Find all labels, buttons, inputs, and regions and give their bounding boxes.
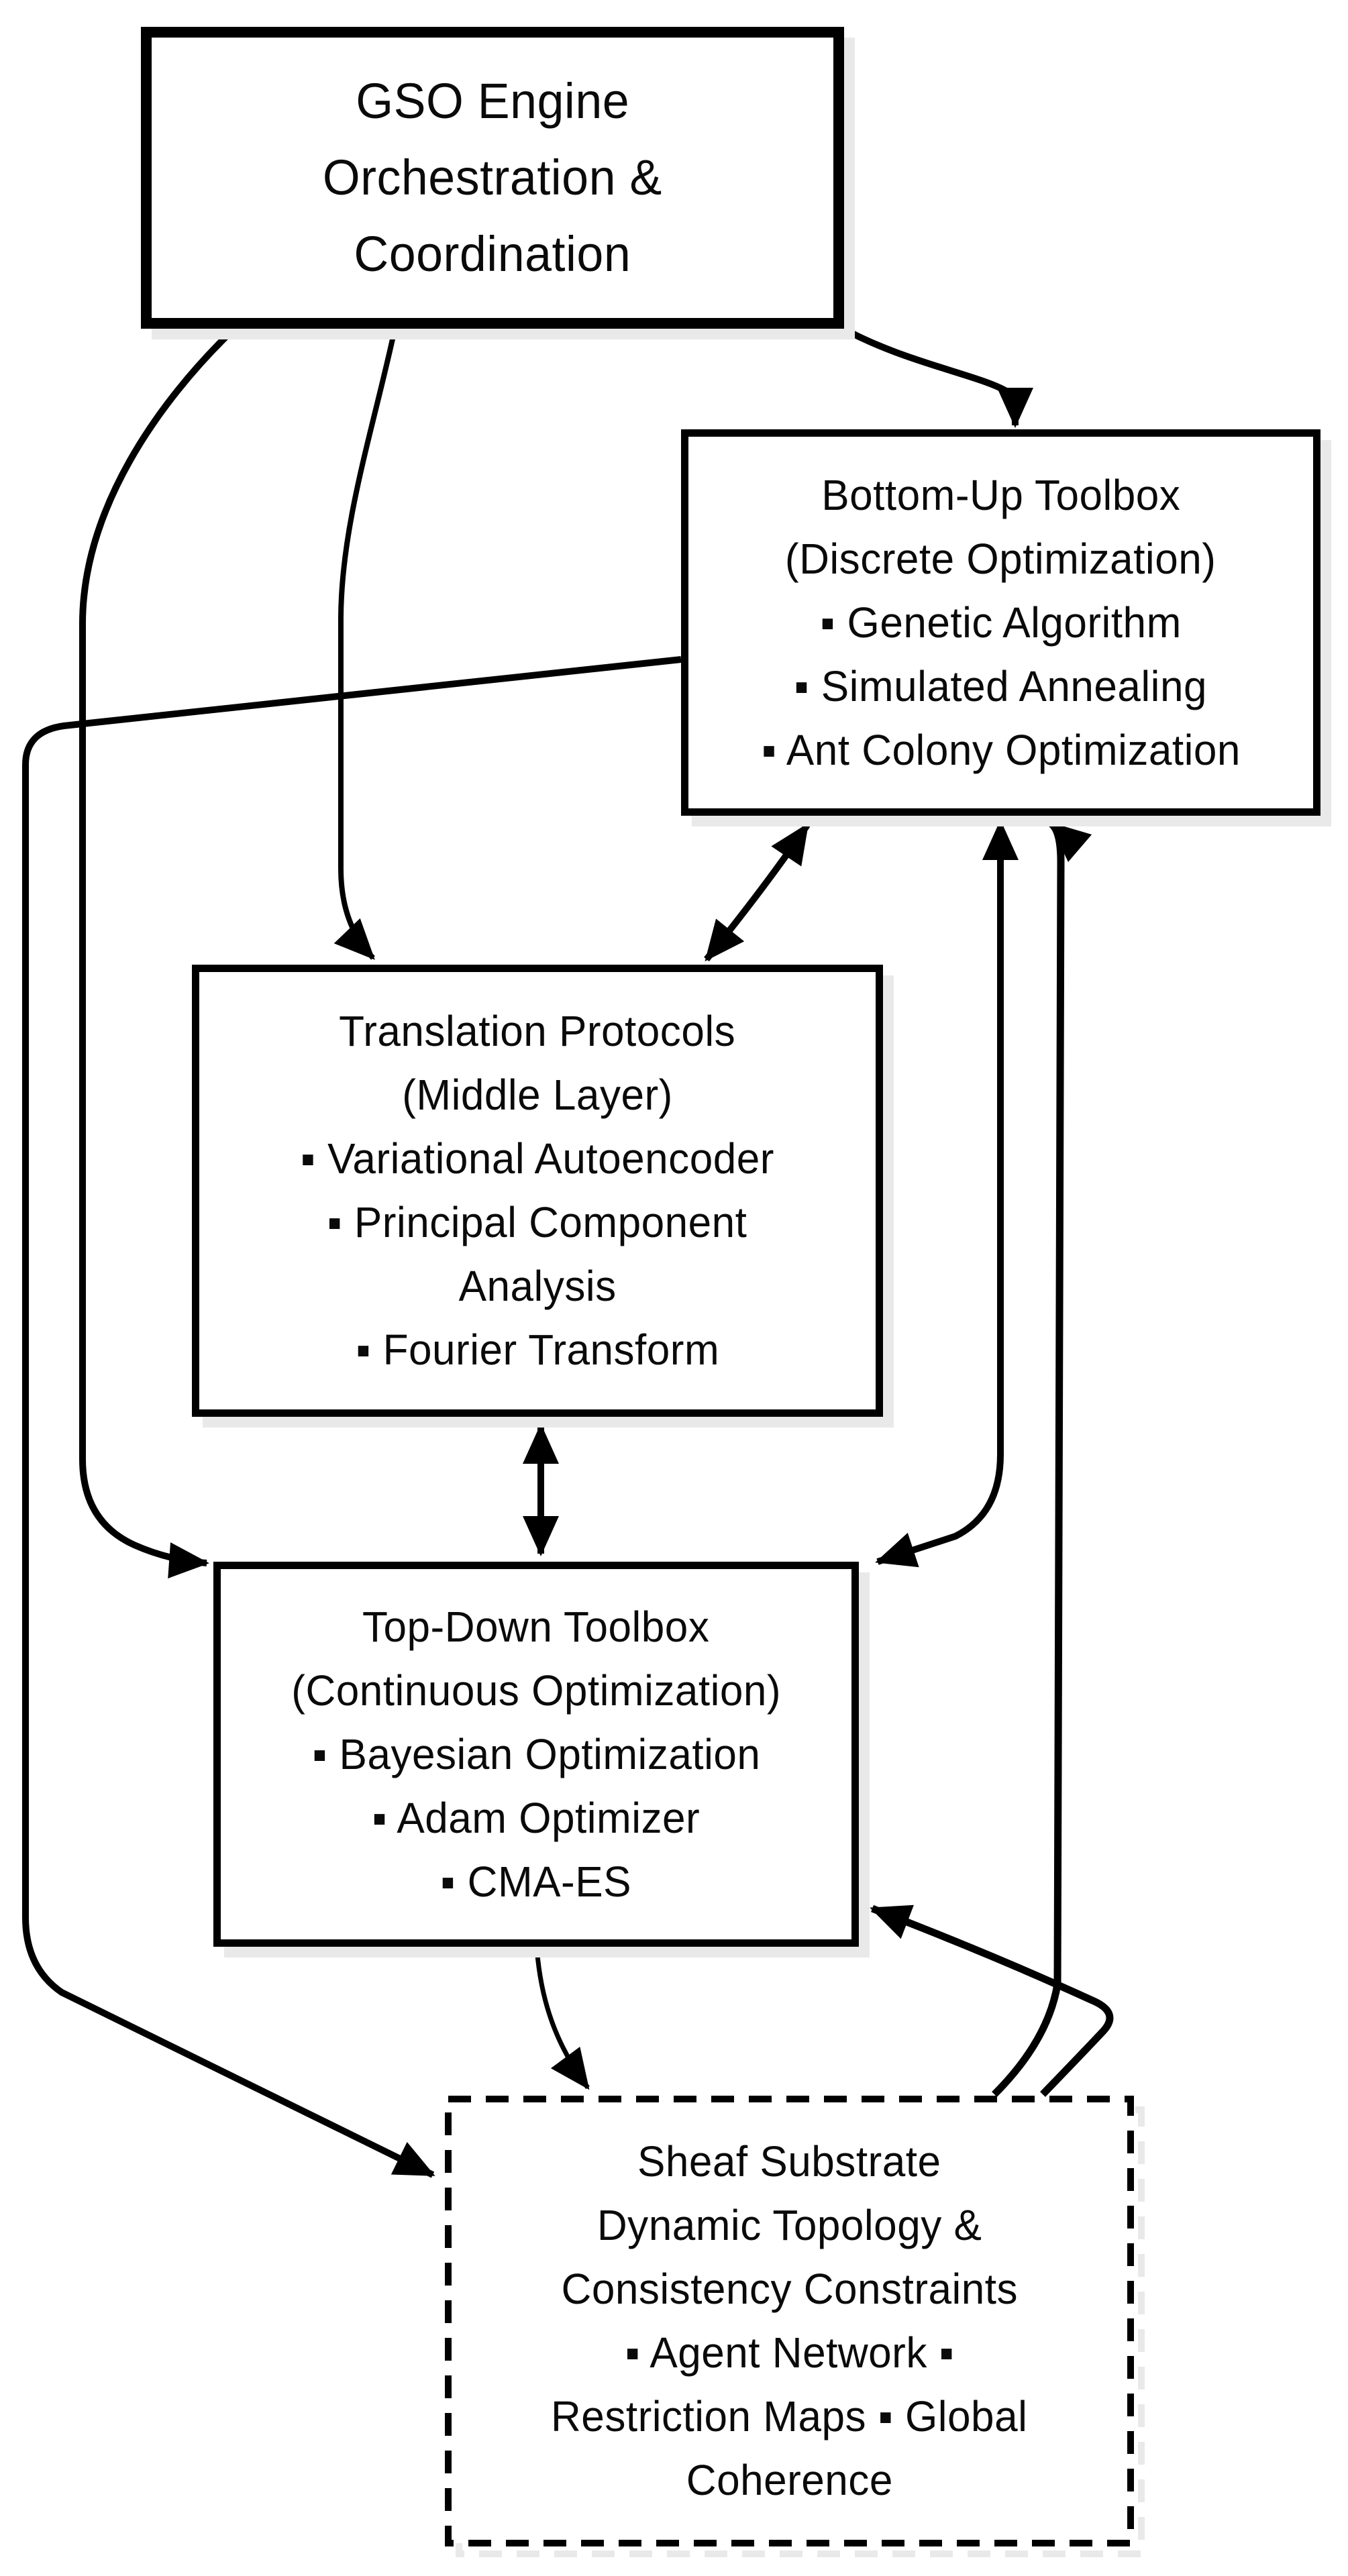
node-bullet-line: ▪ Adam Optimizer: [372, 1793, 701, 1842]
node-bullet-line: Coherence: [686, 2456, 893, 2504]
node-bullet-line: ▪ Principal Component: [327, 1198, 747, 1246]
node-bullet-line: ▪ Simulated Annealing: [794, 661, 1208, 710]
node-bullet-line: ▪ Variational Autoencoder: [301, 1134, 774, 1183]
node-bullet-line: ▪ Fourier Transform: [356, 1326, 719, 1374]
node-gso-engine: GSO Engine Orchestration & Coordination: [141, 27, 844, 329]
node-subtitle-line: (Middle Layer): [402, 1071, 673, 1119]
node-title-line: Coordination: [354, 226, 631, 282]
node-title-line: Sheaf Substrate: [637, 2137, 941, 2186]
node-translation-protocols: Translation Protocols (Middle Layer) ▪ V…: [192, 965, 883, 1417]
edge-top-down-to-sheaf: [534, 1947, 590, 2090]
node-bottom-up-toolbox: Bottom-Up Toolbox (Discrete Optimization…: [681, 429, 1320, 816]
node-bullet-line: Restriction Maps ▪ Global: [551, 2392, 1028, 2440]
node-subtitle-line: Consistency Constraints: [561, 2265, 1018, 2313]
node-bullet-line: ▪ Agent Network ▪: [625, 2328, 954, 2377]
node-bullet-line: ▪ Genetic Algorithm: [820, 598, 1182, 647]
node-bullet-line: ▪ Bayesian Optimization: [311, 1729, 761, 1778]
node-title-line: Translation Protocols: [339, 1007, 736, 1055]
edge-sheaf-to-bottom-up: [992, 820, 1092, 2097]
sheaf-border: [445, 2096, 1134, 2546]
edge-bottom-up-to-sheaf: [22, 656, 682, 2178]
edge-gso-to-top-down: [79, 327, 236, 1578]
edge-bottom-up-top-down-bidir: [875, 820, 1019, 1568]
edge-gso-to-bottom-up: [837, 323, 1033, 428]
node-subtitle-line: (Continuous Optimization): [291, 1666, 781, 1715]
edge-gso-to-translation: [333, 329, 397, 960]
node-bullet-line: ▪ Ant Colony Optimization: [761, 725, 1241, 774]
node-bullet-line: ▪ CMA-ES: [440, 1857, 632, 1906]
node-top-down-toolbox: Top-Down Toolbox (Continuous Optimizatio…: [213, 1562, 859, 1947]
node-title-line: Bottom-Up Toolbox: [821, 470, 1181, 519]
node-subtitle-line: Dynamic Topology &: [597, 2201, 982, 2249]
node-sheaf-substrate: Sheaf Substrate Dynamic Topology & Consi…: [445, 2096, 1134, 2546]
node-bullet-line: Analysis: [458, 1262, 617, 1310]
node-subtitle-line: (Discrete Optimization): [785, 534, 1216, 583]
edge-sheaf-to-top-down: [870, 1904, 1114, 2097]
edge-bottom-up-translation-bidir: [704, 822, 811, 962]
node-title-line: Orchestration &: [323, 150, 662, 205]
node-title-line: Top-Down Toolbox: [362, 1602, 710, 1651]
node-title-line: GSO Engine: [356, 73, 629, 129]
